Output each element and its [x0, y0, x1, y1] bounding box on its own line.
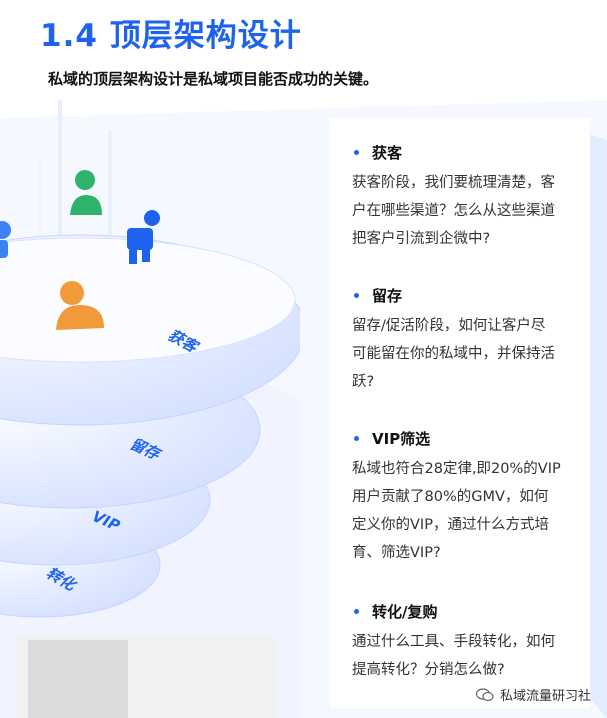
person-orange-icon [56, 281, 104, 330]
section-retain: 留存 留存/促活阶段，如何让客户尽 可能留在你的私域中，并保持活 跃? [352, 285, 592, 396]
bullet-icon [354, 293, 359, 298]
page-title: 1.4 顶层架构设计 [40, 18, 302, 54]
section-text-line: 可能留在你的私域中，并保持活 [352, 346, 555, 362]
section-text-line: 户在哪些渠道？怎么从这些渠道 [352, 203, 555, 219]
page-subtitle: 私域的顶层架构设计是私域项目能否成功的关键。 [48, 70, 379, 88]
funnel-illustration [0, 170, 300, 618]
wechat-icon [475, 687, 494, 701]
section-text-line: 私域也符合28定律,即20%的VIP [352, 461, 561, 477]
bullet-icon [354, 150, 359, 155]
section-text-line: 跃? [352, 374, 375, 390]
section-text-line: 用户贡献了80%的GMV，如何 [352, 489, 549, 505]
person-blue-icon [127, 210, 160, 264]
section-text-line: 留存/促活阶段，如何让客户尽 [352, 318, 546, 334]
section-heading: 转化/复购 [372, 603, 438, 621]
section-text-line: 定义你的VIP，通过什么方式培 [352, 517, 549, 533]
section-heading: VIP筛选 [372, 430, 431, 448]
section-text-line: 把客户引流到企微中? [352, 231, 491, 247]
person-green-icon [70, 170, 102, 215]
section-text-line: 育、筛选VIP? [352, 545, 441, 561]
section-heading: 留存 [372, 287, 403, 305]
section-convert: 转化/复购 通过什么工具、手段转化，如何 提高转化？分销怎么做? [352, 601, 592, 684]
person-partial-icon [0, 221, 11, 258]
section-heading: 获客 [372, 144, 403, 162]
section-text-line: 获客阶段，我们要梳理清楚，客 [352, 175, 555, 191]
section-text-line: 通过什么工具、手段转化，如何 [352, 634, 555, 650]
watermark-text: 私域流量研习社 [499, 689, 591, 704]
bullet-icon [354, 436, 359, 441]
section-text-line: 提高转化？分销怎么做? [352, 662, 505, 678]
section-acquire: 获客 获客阶段，我们要梳理清楚，客 户在哪些渠道？怎么从这些渠道 把客户引流到企… [352, 142, 592, 253]
section-vip: VIP筛选 私域也符合28定律,即20%的VIP 用户贡献了80%的GMV，如何… [352, 428, 592, 567]
bullet-icon [354, 609, 359, 614]
watermark: 私域流量研习社 [475, 685, 591, 704]
